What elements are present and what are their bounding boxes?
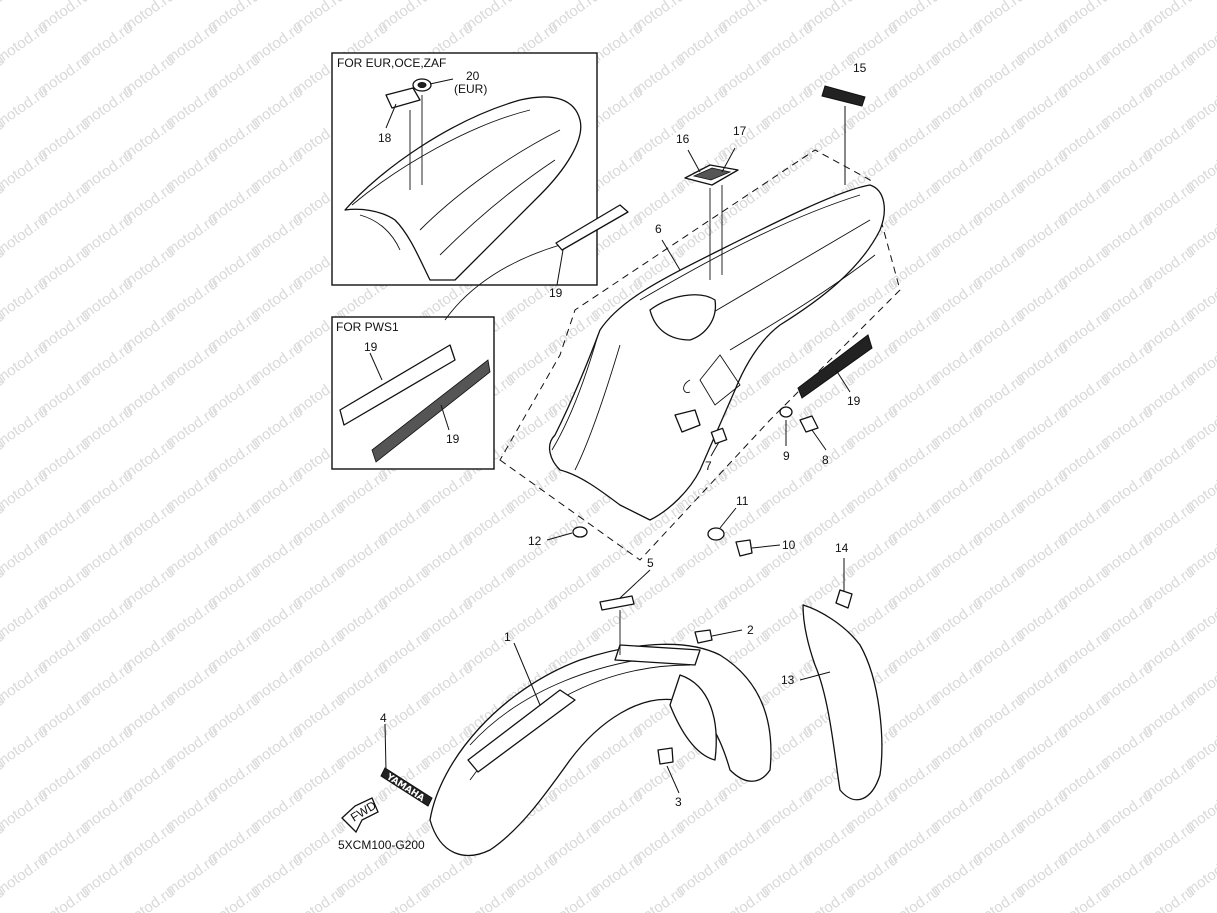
watermark-text: motod.ru <box>0 0 8 35</box>
callout-20: 20 <box>466 69 480 83</box>
callout-19-top: 19 <box>549 286 563 300</box>
screw-14 <box>835 589 853 609</box>
callout-6: 6 <box>655 222 662 236</box>
callout-19-pws-b: 19 <box>446 432 460 446</box>
front-fender-group <box>380 595 772 857</box>
callout-15: 15 <box>853 61 867 75</box>
callout-3: 3 <box>675 795 682 809</box>
nut-7 <box>710 427 728 445</box>
inset-box-pws1: FOR PWS1 <box>331 316 495 470</box>
callout-20-eur: (EUR) <box>454 82 487 96</box>
watermark-text: motod.ru <box>800 883 858 913</box>
watermark-text: motod.ru <box>0 0 51 3</box>
watermark-text: motod.ru <box>630 883 688 913</box>
callout-2: 2 <box>747 623 754 637</box>
watermark-text: motod.ru <box>1055 883 1113 913</box>
watermark-text: motod.ru <box>375 883 433 913</box>
callout-11: 11 <box>736 494 749 508</box>
washer-9 <box>779 406 793 418</box>
inset-pws1-title: FOR PWS1 <box>336 320 399 334</box>
watermark-text: motod.ru <box>290 883 348 913</box>
decal-4 <box>380 767 433 807</box>
watermark-text: motod.ru <box>545 883 603 913</box>
watermark-text: motod.ru <box>35 883 93 913</box>
callout-1: 1 <box>504 630 511 644</box>
bolt-3 <box>657 747 674 765</box>
watermark-text: motod.ru <box>0 211 51 259</box>
watermark-text: motod.ru <box>1140 883 1198 913</box>
bolt-10 <box>735 539 753 557</box>
watermark-text: motod.ru <box>0 595 51 643</box>
decal-5 <box>599 595 635 611</box>
decal-19-top <box>555 204 629 251</box>
callout-18: 18 <box>378 131 392 145</box>
watermark-text: motod.ru <box>460 883 518 913</box>
watermark-text: motod.ru <box>120 883 178 913</box>
callout-7: 7 <box>705 459 712 473</box>
inset-box-eur: FOR EUR,OCE,ZAF <box>331 52 598 286</box>
watermark-text: motod.ru <box>885 883 943 913</box>
watermark-text: motod.ru <box>0 787 51 835</box>
washer-11 <box>707 527 725 541</box>
watermark-text: motod.ru <box>0 275 51 323</box>
watermark-text: motod.ru <box>0 339 51 387</box>
inset-eur-title: FOR EUR,OCE,ZAF <box>337 56 446 70</box>
watermark-text: motod.ru <box>0 723 51 771</box>
callout-4: 4 <box>380 711 387 725</box>
decal-18 <box>385 87 421 109</box>
decal-15 <box>821 85 866 107</box>
rear-fender-group <box>444 85 901 561</box>
decal-19-side <box>797 334 873 399</box>
watermark-text: motod.ru <box>970 883 1028 913</box>
callout-14: 14 <box>835 541 849 555</box>
callout-19-pws-a: 19 <box>364 340 378 354</box>
watermark-text: motod.ru <box>0 147 51 195</box>
part-13-flap <box>802 589 883 801</box>
callout-13: 13 <box>781 673 795 687</box>
watermark-text: motod.ru <box>0 883 8 913</box>
callout-19-side: 19 <box>847 394 861 408</box>
bolt-8 <box>799 415 819 433</box>
grommet-2 <box>694 629 713 644</box>
watermark-text: motod.ru <box>0 83 51 131</box>
leader-lines <box>369 78 851 794</box>
drawing-code: 5XCM100-G200 <box>338 838 425 852</box>
callout-12: 12 <box>528 534 542 548</box>
callout-5: 5 <box>647 556 654 570</box>
watermark-text: motod.ru <box>205 883 263 913</box>
callout-8: 8 <box>822 453 829 467</box>
watermark-text: motod.ru <box>0 659 51 707</box>
watermark-text: motod.ru <box>0 467 51 515</box>
watermark-text: motod.ru <box>0 531 51 579</box>
watermark-text: motod.ru <box>715 883 773 913</box>
watermark-text: motod.ru <box>0 403 51 451</box>
collar-12 <box>572 526 588 538</box>
watermark-text: motod.ru <box>0 851 51 899</box>
watermark-text: motod.ru <box>0 19 51 67</box>
callout-numbers: 20 (EUR) 18 15 16 17 6 19 19 19 19 9 8 7… <box>364 61 867 809</box>
callout-16: 16 <box>676 132 690 146</box>
callout-9: 9 <box>783 449 790 463</box>
callout-17: 17 <box>733 124 747 138</box>
callout-10: 10 <box>782 538 796 552</box>
